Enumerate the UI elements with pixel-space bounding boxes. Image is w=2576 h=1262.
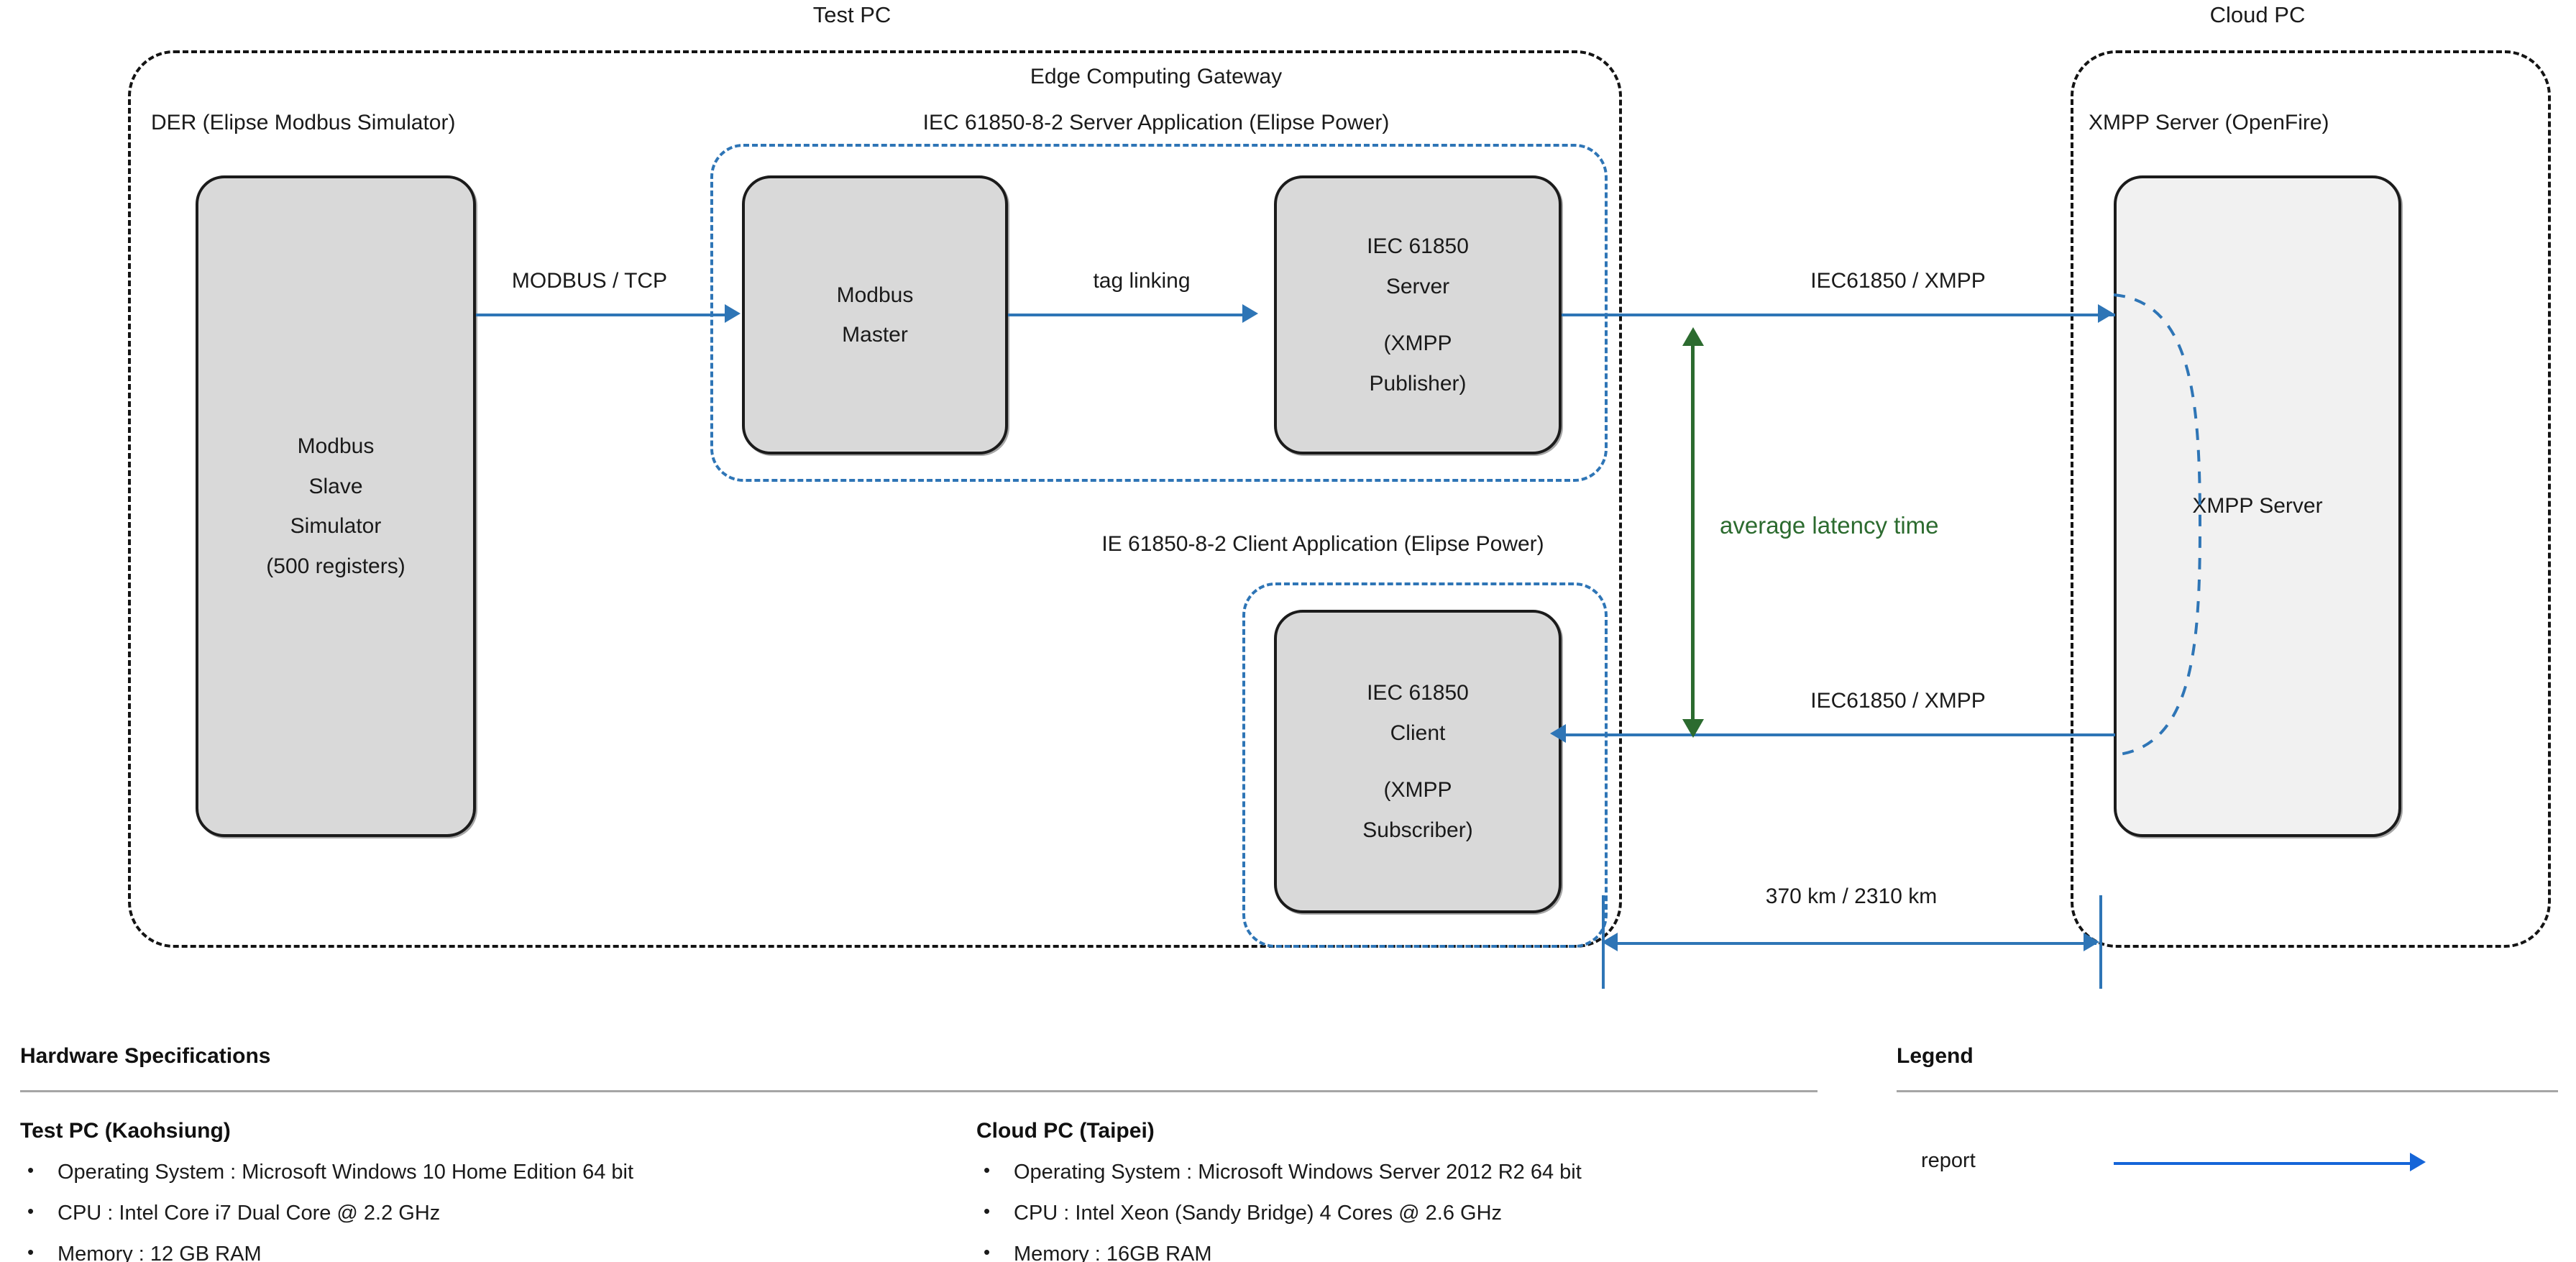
list-item: Memory : 12 GB RAM	[20, 1243, 633, 1262]
modbus-slave-line3: Simulator	[290, 514, 382, 538]
der-container-title: DER (Elipse Modbus Simulator)	[151, 111, 456, 134]
hardware-col-0-list: Operating System : Microsoft Windows 10 …	[20, 1161, 633, 1262]
latency-arrowhead-up	[1682, 327, 1704, 346]
node-modbus-master-text: Modbus Master	[831, 275, 920, 355]
modbus-slave-line2: Slave	[308, 474, 363, 498]
edge-label-iec-xmpp-down: IEC61850 / XMPP	[1810, 689, 1986, 713]
node-iec-client-text: IEC 61850 Client (XMPP Subscriber)	[1357, 673, 1478, 850]
distance-arrowhead-left	[1602, 933, 1618, 951]
hardware-col-1-title: Cloud PC (Taipei)	[976, 1119, 1155, 1143]
iec-client-line3: (XMPP	[1383, 778, 1452, 802]
list-item: Operating System : Microsoft Windows 10 …	[20, 1161, 633, 1183]
edge-line-tag-linking	[1008, 314, 1244, 316]
distance-line	[1608, 942, 2096, 945]
iec-client-line2: Client	[1390, 721, 1446, 745]
iec-server-line1: IEC 61850	[1367, 234, 1469, 258]
edge-label-tag-linking: tag linking	[1093, 269, 1191, 293]
list-item: CPU : Intel Xeon (Sandy Bridge) 4 Cores …	[976, 1202, 1582, 1224]
legend-item-report-line	[2114, 1162, 2416, 1165]
node-modbus-master[interactable]: Modbus Master	[742, 175, 1008, 454]
hardware-col-1-list: Operating System : Microsoft Windows Ser…	[976, 1161, 1582, 1262]
edge-label-iec-xmpp-up: IEC61850 / XMPP	[1810, 269, 1986, 293]
edge-arrowhead-modbus-tcp	[725, 304, 741, 323]
legend-section-title: Legend	[1897, 1044, 1974, 1068]
iec-client-line1: IEC 61850	[1367, 681, 1469, 705]
node-xmpp-server-text: XMPP Server	[2186, 486, 2328, 526]
edge-arrowhead-tag-linking	[1242, 304, 1258, 323]
edge-line-iec-xmpp-up	[1562, 314, 2115, 316]
node-modbus-slave-simulator[interactable]: Modbus Slave Simulator (500 registers)	[196, 175, 476, 837]
edge-label-modbus-tcp: MODBUS / TCP	[511, 269, 668, 293]
edge-arrowhead-iec-xmpp-down	[1550, 724, 1566, 743]
edge-line-iec-xmpp-down	[1566, 733, 2115, 736]
list-item: CPU : Intel Core i7 Dual Core @ 2.2 GHz	[20, 1202, 633, 1224]
distance-arrowhead-right	[2084, 933, 2099, 951]
node-iec61850-server[interactable]: IEC 61850 Server (XMPP Publisher)	[1274, 175, 1562, 454]
modbus-master-line1: Modbus	[836, 283, 914, 307]
edge-gateway-container	[710, 144, 1608, 482]
xmpp-server-container-title: XMPP Server (OpenFire)	[2089, 111, 2329, 134]
arrow-right-icon	[2410, 1153, 2426, 1171]
hardware-col-0-title: Test PC (Kaohsiung)	[20, 1119, 231, 1143]
iec-client-spacer	[1362, 753, 1472, 770]
distance-tick-right	[2099, 895, 2102, 989]
iec-server-line4: Publisher)	[1369, 371, 1467, 395]
client-app-title: IE 61850-8-2 Client Application (Elipse …	[1101, 532, 1544, 556]
cloud-pc-title: Cloud PC	[2209, 2, 2306, 27]
edge-line-modbus-tcp	[476, 314, 726, 316]
test-pc-title: Test PC	[812, 2, 891, 27]
node-iec-server-text: IEC 61850 Server (XMPP Publisher)	[1361, 227, 1475, 403]
latency-label: average latency time	[1720, 512, 1939, 539]
node-xmpp-server[interactable]: XMPP Server	[2114, 175, 2401, 837]
client-app-container	[1242, 582, 1608, 948]
hardware-section-title: Hardware Specifications	[20, 1044, 271, 1068]
test-pc-container	[128, 50, 1622, 948]
iec-server-line2: Server	[1385, 274, 1450, 298]
distance-label: 370 km / 2310 km	[1765, 884, 1938, 908]
latency-line	[1691, 344, 1695, 721]
list-item: Operating System : Microsoft Windows Ser…	[976, 1161, 1582, 1183]
edge-gateway-title-line1: Edge Computing Gateway	[1030, 65, 1283, 88]
iec-server-line3: (XMPP	[1383, 331, 1452, 355]
edge-arrowhead-iec-xmpp-up	[2098, 304, 2114, 323]
iec-client-line4: Subscriber)	[1362, 818, 1473, 842]
edge-gateway-title-line2: IEC 61850-8-2 Server Application (Elipse…	[922, 111, 1390, 134]
iec-server-spacer	[1367, 306, 1469, 324]
legend-item-report-label: report	[1921, 1149, 1976, 1172]
node-iec61850-client[interactable]: IEC 61850 Client (XMPP Subscriber)	[1274, 610, 1562, 913]
modbus-master-line2: Master	[842, 323, 908, 347]
modbus-slave-line4: (500 registers)	[266, 554, 405, 578]
hardware-divider	[20, 1090, 1818, 1092]
modbus-slave-line1: Modbus	[297, 434, 375, 458]
legend-divider	[1897, 1090, 2558, 1092]
list-item: Memory : 16GB RAM	[976, 1243, 1582, 1262]
cloud-pc-container	[2071, 50, 2551, 948]
node-modbus-slave-text: Modbus Slave Simulator (500 registers)	[260, 426, 411, 586]
xmpp-server-line1: XMPP Server	[2192, 494, 2323, 518]
latency-arrowhead-down	[1682, 719, 1704, 738]
